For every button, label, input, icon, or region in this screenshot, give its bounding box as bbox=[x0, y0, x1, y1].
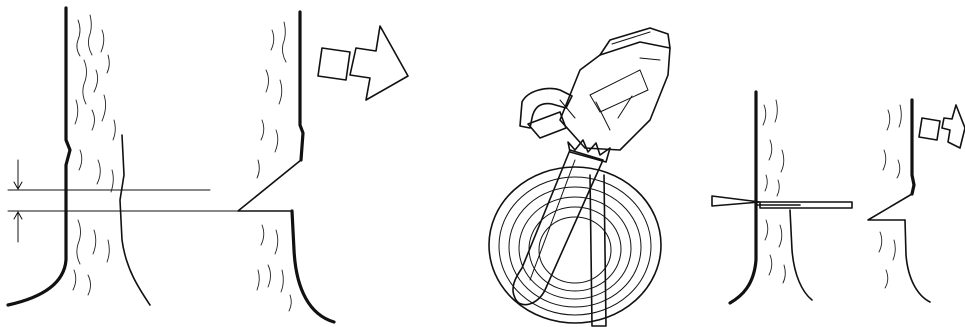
panel-tree-falling bbox=[868, 100, 965, 302]
panel-wedge bbox=[712, 92, 852, 303]
guide-bar-groove bbox=[530, 160, 575, 280]
falling-trunk-upper-outline bbox=[912, 100, 914, 194]
wedge-trunk-left-outline bbox=[730, 92, 756, 303]
bark-texture-upper bbox=[257, 22, 286, 178]
arrow-head bbox=[350, 26, 408, 100]
felling-wedge bbox=[712, 196, 760, 206]
direction-of-fall-arrow bbox=[318, 26, 408, 100]
trunk-left-outline bbox=[8, 8, 70, 305]
wedge-trunk-right-outline bbox=[790, 210, 812, 300]
panel-notch-dimension bbox=[8, 8, 240, 305]
chainsaw-body bbox=[560, 28, 670, 150]
upper-trunk-right-outline bbox=[300, 12, 303, 160]
panel-chainsaw-log bbox=[489, 28, 670, 326]
bark-texture bbox=[73, 15, 115, 295]
panel-notch-cut bbox=[238, 12, 334, 322]
log-end-rings bbox=[489, 167, 661, 323]
notch-outline bbox=[238, 160, 301, 211]
wedge-bark-texture bbox=[763, 100, 785, 283]
bark-texture-lower bbox=[257, 225, 291, 311]
falling-bark-texture bbox=[879, 105, 901, 288]
arrow-tail-box bbox=[318, 48, 350, 80]
falling-notch-outline bbox=[868, 194, 912, 220]
falling-trunk-lower-outline bbox=[905, 220, 930, 302]
guide-bar bbox=[513, 150, 603, 305]
direction-of-fall-arrow-small bbox=[919, 105, 965, 148]
rear-handle-grip bbox=[528, 112, 566, 138]
trunk-right-outline bbox=[120, 135, 150, 305]
lower-trunk-right-outline bbox=[292, 211, 334, 322]
